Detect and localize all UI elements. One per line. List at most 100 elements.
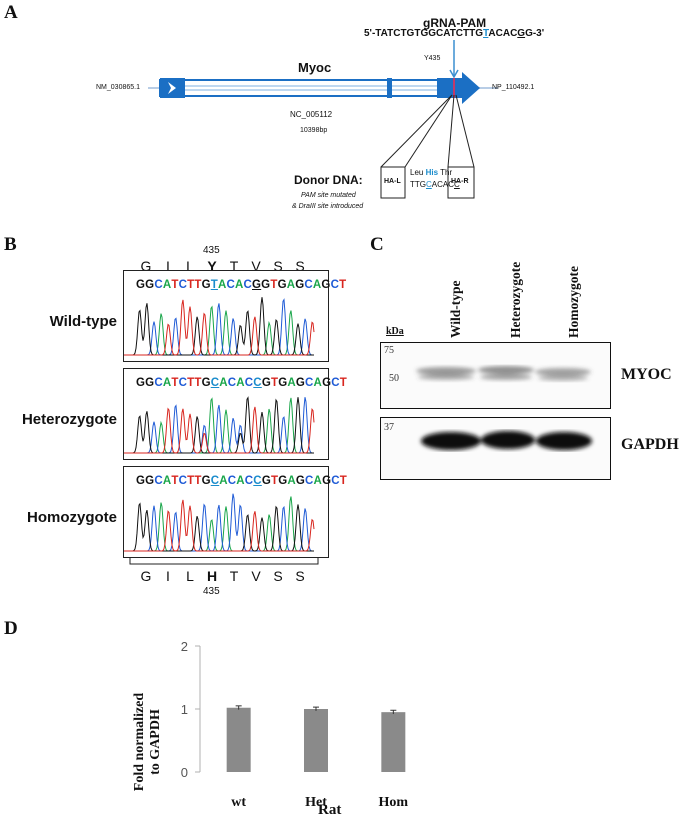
base-letter: A [219, 377, 228, 389]
exon-arrow [437, 72, 480, 104]
base-letter: G [252, 279, 262, 291]
seq-segment: 5'-TATCTGTGGCATCTTG [364, 28, 484, 39]
base-letter: T [187, 279, 195, 291]
base-letter: A [162, 377, 172, 389]
genotype-label: Homozygote [27, 509, 117, 526]
base-letter: T [171, 279, 179, 291]
chromatogram-trace [124, 297, 315, 356]
base-letter: T [270, 475, 279, 487]
base-letter: T [187, 475, 195, 487]
ha-l-label: HA-L [384, 178, 401, 185]
base-letter: C [178, 279, 188, 291]
lane-label-homozygote: Homozygote [566, 266, 581, 338]
marker-75: 75 [384, 345, 394, 356]
base-letter: C [154, 475, 163, 487]
base-letter: C [253, 475, 262, 487]
base-letter: T [194, 475, 202, 487]
ha-r-label: HA-R [451, 178, 469, 185]
y-axis-label: Fold normalized to GAPDH [132, 672, 164, 812]
panel-c: Wild-type Heterozygote Homozygote kDa 75… [370, 230, 683, 510]
chromatogram-box: GGCATCTTGTACACGGTGAGCAGCT [123, 270, 346, 362]
panel-letter-b: B [4, 234, 17, 255]
right-accession: NP_110492.1 [492, 84, 535, 91]
base-letter: G [145, 475, 155, 487]
base-letter: G [295, 475, 306, 487]
base-letter: A [312, 279, 322, 291]
base-letter: A [162, 475, 172, 487]
y-axis-label-line-1: Fold normalized [132, 692, 147, 792]
base-letter: C [305, 377, 314, 389]
base-letter: C [330, 279, 340, 291]
chromatogram-trace [124, 396, 315, 454]
base-letter: G [201, 475, 211, 487]
trace-T [124, 406, 315, 454]
gene-name: Myoc [298, 60, 332, 75]
base-letter: G [295, 279, 305, 291]
bottom-aa-position: 435 [203, 586, 220, 597]
chromatogram-box: GGCATCTTGCACACCGTGAGCAGCT [123, 466, 347, 558]
base-letter: A [219, 475, 228, 487]
base-letter: G [136, 475, 146, 487]
base-letter: A [313, 377, 323, 389]
panel-letter-a: A [4, 2, 18, 23]
base-letter: G [145, 279, 155, 291]
base-letter: G [261, 279, 271, 291]
base-letter: C [154, 279, 163, 291]
amino-acid: S [295, 568, 305, 584]
x-tick-label: wt [231, 795, 246, 810]
amino-acid: V [251, 258, 261, 274]
base-letter: C [210, 377, 220, 389]
base-letter: C [227, 475, 237, 487]
chromatogram-box: GGCATCTTGCACACCGTGAGCAGCT [123, 368, 347, 460]
amino-acid: S [273, 258, 283, 274]
base-letter: C [226, 279, 235, 291]
panel-letter-d: D [4, 618, 18, 639]
base-letter: A [236, 475, 245, 487]
base-letter: T [187, 377, 195, 389]
base-letter: C [243, 279, 253, 291]
trace-T [124, 499, 315, 552]
base-letter: G [277, 279, 287, 291]
ha-r-box [447, 166, 475, 199]
base-letter: G [321, 279, 331, 291]
x-axis-label: Rat [318, 802, 342, 818]
base-letter: T [171, 475, 179, 487]
base-letter: G [278, 377, 288, 389]
chromatogram-trace [124, 493, 315, 552]
codon-row: Leu His Thr [410, 168, 452, 177]
base-letter: C [244, 475, 254, 487]
amino-acid: S [295, 258, 305, 274]
base-letter: A [286, 279, 296, 291]
seq-segment: ACAC [488, 28, 518, 39]
donor-sequence: TTGCACACC [410, 180, 460, 189]
chromatogram-sequence: GGCATCTTGTACACGGTGAGCAGCT [136, 279, 346, 291]
seq-segment: G-3' [525, 28, 545, 39]
genotype-label: Wild-type [49, 313, 117, 330]
seq-segment: G [517, 28, 526, 39]
amino-acid: T [229, 568, 239, 584]
length-label: 10398bp [300, 127, 328, 134]
amino-acid: S [273, 568, 283, 584]
seq-segment: ACAC [431, 180, 455, 189]
gapdh-label: GAPDH [621, 436, 679, 453]
marker-50: 50 [389, 373, 399, 384]
amino-acid: G [140, 258, 152, 274]
amino-acid: V [251, 568, 261, 584]
lane-label-wild-type: Wild-type [448, 280, 463, 338]
base-letter: T [210, 279, 218, 291]
x-tick-label: Hom [379, 795, 409, 810]
seq-segment: T [483, 28, 489, 39]
codon-leu: Leu [410, 168, 424, 177]
chromosome-label: NC_005112 [290, 110, 333, 119]
panel-a: gRNA-PAM 5'-TATCTGTGGCATCTTGTACACGG-3' Y… [0, 0, 683, 230]
bar-Het [304, 709, 328, 772]
y435-label: Y435 [424, 55, 441, 62]
kda-label: kDa [386, 326, 404, 337]
base-letter: A [217, 279, 227, 291]
base-letter: T [171, 377, 179, 389]
base-letter: T [339, 279, 347, 291]
exon-2 [387, 78, 392, 98]
